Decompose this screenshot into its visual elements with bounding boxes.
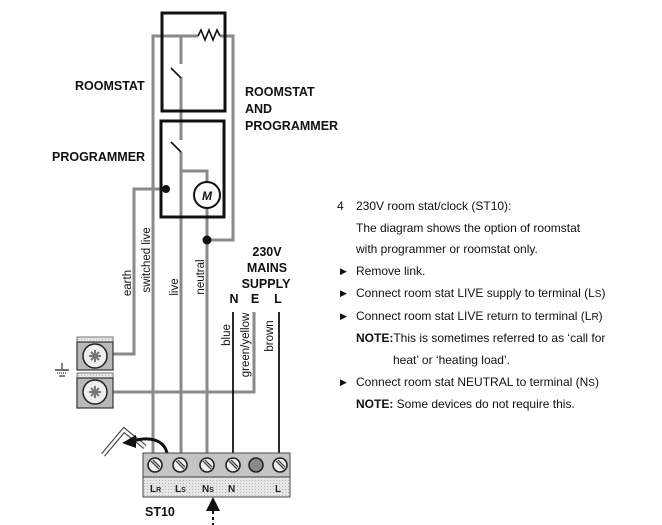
label-roomstat: ROOMSTAT: [75, 79, 145, 93]
wire-earth: [113, 187, 166, 356]
label-wire-blue: blue: [221, 324, 233, 346]
programmer-switch-icon: [170, 141, 182, 153]
label-mains: MAINS: [247, 261, 287, 275]
label-mains-l: L: [274, 292, 282, 306]
terminal-subscript: S: [588, 377, 595, 389]
label-roomstat-and-programmer-3: PROGRAMMER: [245, 119, 338, 133]
instruction-bullet: ▶ Remove link.: [337, 261, 657, 283]
svg-text:M: M: [202, 189, 213, 203]
instruction-note: NOTE: Some devices do not require this.: [337, 394, 657, 416]
heading-text: 230V room stat/clock (ST10):: [356, 199, 512, 213]
instruction-note-continued: heat’ or ‘heating load’.: [337, 350, 657, 372]
terminal-screw-icon: [248, 457, 264, 473]
instruction-text: Connect room stat LIVE return to termina…: [356, 308, 592, 323]
intro-text: with programmer or roomstat only.: [356, 242, 538, 257]
terminal-screw-icon: [225, 457, 241, 473]
label-wire-live: live: [169, 278, 181, 295]
bullet-arrow-icon: ▶: [340, 310, 347, 321]
instruction-text: Connect room stat NEUTRAL to terminal (N: [356, 374, 589, 389]
junction-dot-earth: [162, 185, 170, 193]
motor-icon: M: [193, 181, 221, 209]
label-device-st10: ST10: [145, 505, 175, 519]
roomstat-box: [160, 11, 227, 113]
earth-ground-icon: [55, 363, 69, 377]
label-mains-e: E: [251, 292, 259, 306]
label-wire-green-yellow: green/yellow: [240, 312, 252, 377]
label-roomstat-and-programmer-1: ROOMSTAT: [245, 85, 315, 99]
instruction-text: Connect room stat LIVE supply to termina…: [356, 285, 595, 300]
note-label: NOTE:: [356, 331, 394, 346]
terminal-screw-icon: [172, 457, 188, 473]
resistor-icon: [197, 27, 221, 43]
junction-dot-neutral: [202, 235, 212, 245]
bullet-arrow-icon: ▶: [340, 287, 347, 298]
terminal-screw-icon: [272, 457, 288, 473]
link-icon: [101, 426, 147, 457]
neutral-supply-arrow-icon: [206, 497, 220, 525]
terminal-strip: LR LS NS N L: [142, 452, 291, 498]
earth-terminal-1: [76, 336, 114, 371]
intro-text: The diagram shows the option of roomstat: [356, 220, 581, 235]
programmer-box: [159, 119, 226, 219]
label-roomstat-and-programmer-2: AND: [245, 102, 272, 116]
terminal-label: LR: [150, 484, 161, 495]
wire-switched-live: [151, 34, 198, 458]
label-wire-brown: brown: [264, 320, 276, 351]
note-label: NOTE:: [356, 397, 394, 412]
instruction-bullet: ▶ Connect room stat LIVE return to termin…: [337, 306, 657, 329]
terminal-label: N: [228, 484, 235, 495]
remove-link-arrow-icon: [122, 435, 169, 454]
step-number: 4: [337, 199, 344, 213]
terminal-subscript: R: [591, 311, 599, 323]
wire-motor-feed: [181, 169, 209, 182]
earth-terminal-2: [76, 372, 114, 409]
label-supply: SUPPLY: [242, 277, 292, 291]
note-text: Some devices do not require this.: [393, 397, 575, 412]
note-text: heat’ or ‘heating load’.: [393, 352, 510, 367]
terminal-label: LS: [175, 484, 186, 495]
label-programmer: PROGRAMMER: [52, 150, 145, 164]
instruction-note: NOTE:This is sometimes referred to as ‘c…: [337, 328, 657, 350]
terminal-screw-icon: [147, 457, 163, 473]
bullet-arrow-icon: ▶: [340, 266, 347, 277]
label-wire-earth: earth: [122, 270, 134, 296]
instruction-text: Remove link.: [356, 264, 426, 279]
bullet-arrow-icon: ▶: [340, 376, 347, 387]
terminal-label: L: [275, 484, 281, 495]
label-230v: 230V: [252, 245, 282, 259]
terminal-subscript: S: [594, 288, 602, 300]
instruction-bullet: ▶ Connect room stat LIVE supply to termin…: [337, 283, 657, 306]
instructions-panel: 4 230V room stat/clock (ST10): The diagr…: [337, 196, 657, 416]
label-mains-n: N: [229, 292, 238, 306]
intro-line-1: The diagram shows the option of roomstat: [337, 218, 657, 240]
roomstat-switch-icon: [170, 67, 182, 79]
instruction-bullet: ▶ Connect room stat NEUTRAL to terminal (…: [337, 372, 657, 395]
terminal-label: NS: [202, 484, 214, 495]
label-wire-switched-live: switched live: [141, 227, 153, 292]
mains-wires: [232, 312, 280, 458]
intro-line-2: with programmer or roomstat only.: [337, 239, 657, 261]
wire-green-yellow: [113, 312, 256, 394]
instruction-items: ▶ Remove link. ▶ Connect room stat LIVE sup…: [337, 261, 657, 416]
note-text: This is sometimes referred to as ‘call f…: [393, 331, 606, 346]
terminal-screw-icon: [199, 457, 215, 473]
instruction-heading: 4 230V room stat/clock (ST10):: [337, 196, 657, 218]
label-wire-neutral: neutral: [195, 259, 207, 294]
wire-roomstat-return: [209, 34, 235, 242]
